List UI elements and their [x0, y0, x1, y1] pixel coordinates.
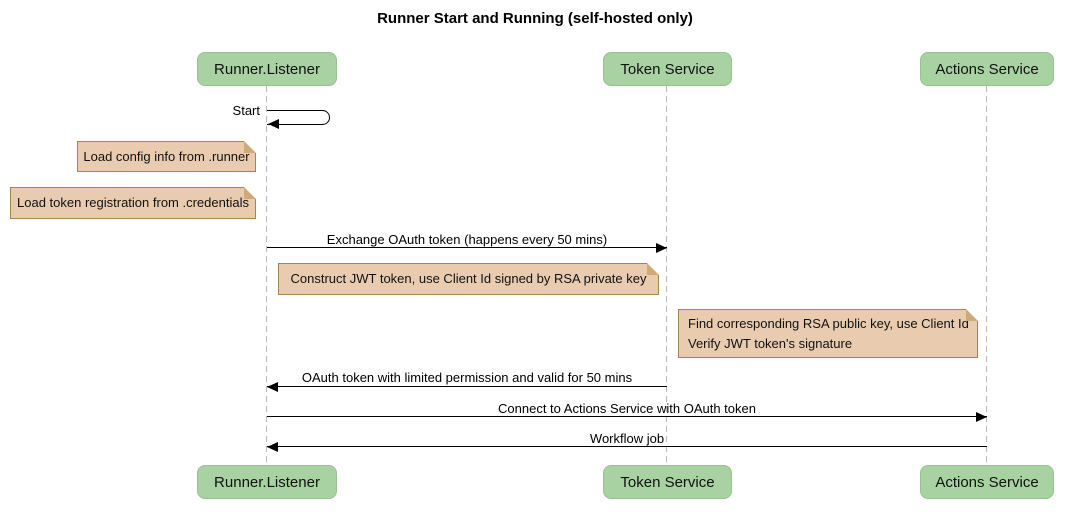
- note-construct-jwt: Construct JWT token, use Client Id signe…: [278, 263, 659, 295]
- participant-label: Runner.Listener: [214, 60, 320, 78]
- note-text-line2: Verify JWT token's signature: [688, 335, 853, 351]
- participant-actions-service-top: Actions Service: [920, 52, 1054, 86]
- arrowhead-right-icon: [656, 243, 667, 253]
- diagram-title: Runner Start and Running (self-hosted on…: [377, 10, 693, 27]
- note-load-token-registration: Load token registration from .credential…: [10, 187, 256, 219]
- note-text: Load config info from .runner: [83, 148, 250, 164]
- message-workflow-job-line: [267, 446, 987, 447]
- lifeline-token-service: [666, 86, 667, 465]
- message-workflow-job-label: Workflow job: [589, 431, 665, 446]
- participant-actions-service-bottom: Actions Service: [920, 465, 1054, 499]
- message-exchange-oauth-line: [267, 247, 667, 248]
- message-start-label: Start: [232, 103, 260, 118]
- note-fold-icon: [647, 263, 659, 275]
- lifeline-runner-listener: [266, 86, 267, 465]
- participant-token-service-top: Token Service: [603, 52, 732, 86]
- note-fold-icon: [244, 187, 256, 199]
- lifeline-actions-service: [986, 86, 987, 465]
- message-oauth-token-label: OAuth token with limited permission and …: [301, 370, 633, 385]
- participant-runner-listener-bottom: Runner.Listener: [197, 465, 337, 499]
- participant-label: Token Service: [620, 473, 715, 491]
- message-exchange-oauth-label: Exchange OAuth token (happens every 50 m…: [326, 232, 608, 247]
- note-text: Construct JWT token, use Client Id signe…: [290, 271, 647, 287]
- message-start-self-loop: [267, 110, 330, 125]
- note-load-config: Load config info from .runner: [77, 141, 256, 172]
- arrowhead-left-icon: [267, 442, 278, 452]
- message-connect-actions-label: Connect to Actions Service with OAuth to…: [498, 401, 756, 416]
- note-text-line1: Find corresponding RSA public key, use C…: [688, 316, 969, 331]
- message-connect-actions-line: [267, 416, 987, 417]
- note-text: Load token registration from .credential…: [17, 195, 249, 211]
- participant-runner-listener-top: Runner.Listener: [197, 52, 337, 86]
- note-fold-icon: [966, 309, 978, 321]
- arrowhead-left-icon: [267, 382, 278, 392]
- note-verify-jwt: Find corresponding RSA public key, use C…: [678, 309, 978, 358]
- arrowhead-right-icon: [976, 412, 987, 422]
- participant-token-service-bottom: Token Service: [603, 465, 732, 499]
- participant-label: Runner.Listener: [214, 473, 320, 491]
- participant-label: Token Service: [620, 60, 715, 78]
- participant-label: Actions Service: [935, 473, 1039, 491]
- participant-label: Actions Service: [935, 60, 1039, 78]
- message-oauth-token-line: [267, 386, 667, 387]
- note-fold-icon: [244, 141, 256, 153]
- arrowhead-left-icon: [268, 119, 279, 129]
